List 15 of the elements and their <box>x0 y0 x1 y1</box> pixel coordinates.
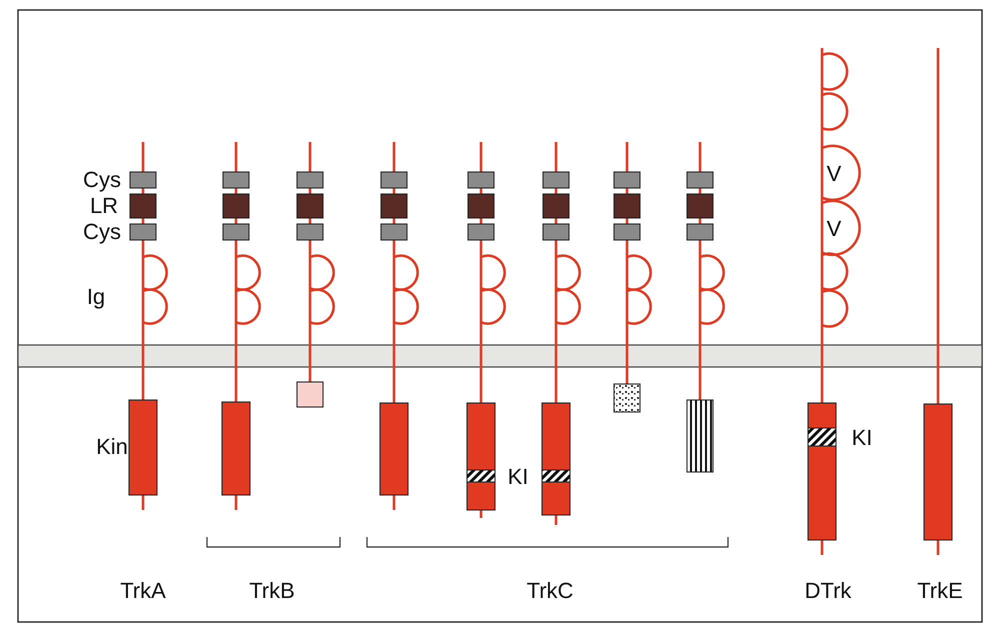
domain-label: V <box>826 163 842 185</box>
domain-label: V <box>826 218 842 240</box>
domain-label: KI <box>508 466 528 488</box>
domain-label: Ig <box>86 286 106 308</box>
receptor-name: TrkA <box>120 580 166 602</box>
membrane-band <box>17 344 983 368</box>
domain-label: Cys <box>83 169 121 191</box>
receptor-name: TrkC <box>526 580 574 602</box>
domain-label: LR <box>90 195 118 217</box>
receptor-name: DTrk <box>804 580 852 602</box>
domain-label: Kin <box>96 436 128 458</box>
domain-label: Cys <box>83 221 121 243</box>
domain-label: KI <box>852 427 872 449</box>
receptor-name: TrkB <box>249 580 295 602</box>
receptor-name: TrkE <box>917 580 963 602</box>
